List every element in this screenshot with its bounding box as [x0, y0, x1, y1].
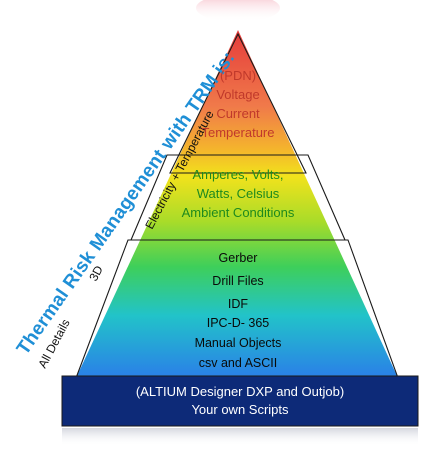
- base-line-2: Your own Scripts: [191, 402, 289, 417]
- top-tier-line-4: Temperature: [202, 125, 275, 140]
- lower-tier-line-2: Drill Files: [212, 274, 263, 288]
- base-band: [61, 375, 419, 427]
- top-tier-line-1: (PDN): [220, 68, 256, 83]
- base-shadow: [62, 428, 418, 446]
- top-tier-outline: [169, 32, 307, 174]
- lower-tier-line-3: IDF: [228, 297, 249, 311]
- middle-tier-line-2: Watts, Celsius: [197, 186, 280, 201]
- base-line-1: (ALTIUM Designer DXP and Outjob): [136, 384, 344, 399]
- lower-tier-line-6: csv and ASCII: [199, 356, 278, 370]
- pyramid-body: [76, 30, 398, 378]
- top-tier-line-3: Current: [216, 106, 260, 121]
- middle-tier-line-3: Ambient Conditions: [182, 205, 295, 220]
- label-3d: 3D: [86, 263, 106, 283]
- lower-tier-line-1: Gerber: [219, 251, 258, 265]
- lower-tier-line-5: Manual Objects: [195, 336, 282, 350]
- apex-glow: [196, 0, 280, 22]
- lower-tier-line-4: IPC-D- 365: [207, 316, 270, 330]
- top-tier-line-2: Voltage: [216, 87, 259, 102]
- middle-tier-line-1: Amperes, Volts,: [192, 167, 283, 182]
